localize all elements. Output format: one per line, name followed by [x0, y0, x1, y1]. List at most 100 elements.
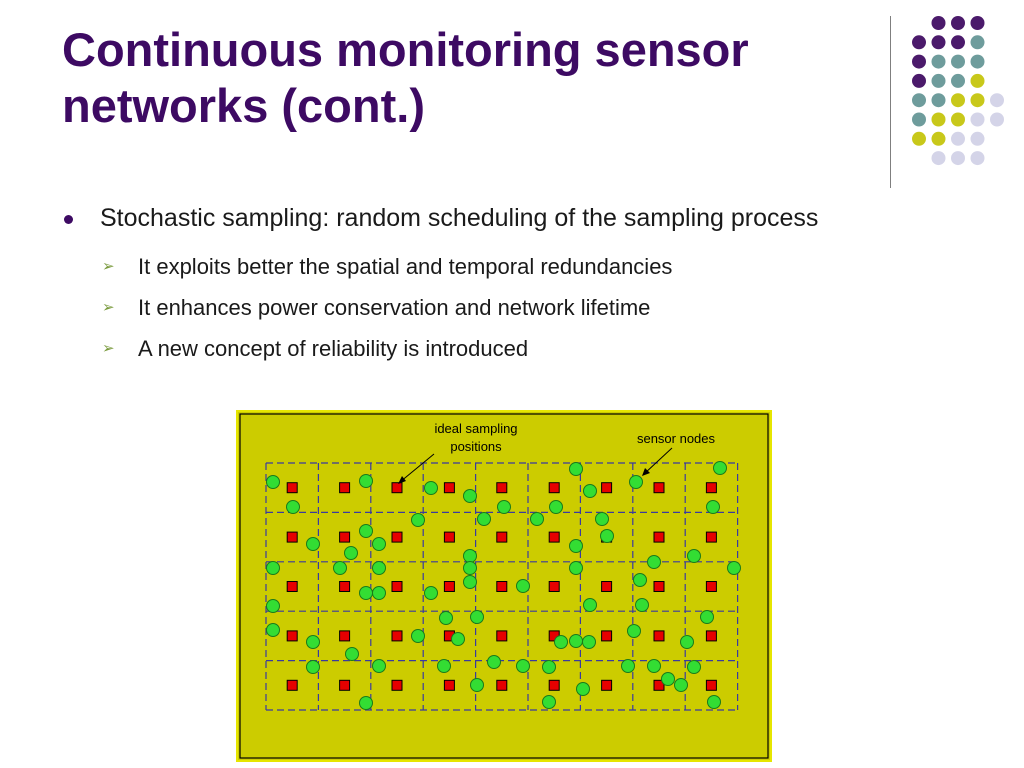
sensor-node-circle — [542, 695, 556, 709]
sampling-position-square — [548, 531, 560, 543]
sampling-position-square — [496, 630, 508, 642]
decorative-dot — [931, 73, 946, 88]
decorative-dot — [912, 35, 926, 50]
sensor-node-circle — [680, 635, 694, 649]
sampling-position-square — [286, 630, 298, 642]
sensor-node-circle — [583, 484, 597, 498]
sampling-position-square — [391, 630, 403, 642]
sensor-node-circle — [554, 635, 568, 649]
sensor-node-circle — [516, 659, 530, 673]
sensor-node-circle — [713, 461, 727, 475]
ideal-sampling-arrow-line — [399, 453, 435, 483]
sensor-node-circle — [451, 632, 465, 646]
decorative-dot — [912, 54, 926, 69]
decorative-dot — [970, 16, 985, 30]
sensor-node-circle — [437, 659, 451, 673]
bullet-item: Stochastic sampling: random scheduling o… — [62, 200, 902, 236]
sensor-node-circle — [569, 539, 583, 553]
decorative-dot — [951, 112, 965, 127]
sub-bullet-list: ➢ It exploits better the spatial and tem… — [62, 246, 902, 369]
sampling-position-square — [705, 482, 717, 494]
decorative-dot — [990, 112, 1004, 127]
ideal-sampling-arrowhead-icon — [398, 476, 406, 484]
sensor-node-circle — [569, 462, 583, 476]
sampling-position-square — [443, 679, 455, 691]
sampling-position-square — [339, 482, 351, 494]
decorative-dot — [931, 131, 946, 146]
sensor-node-circle — [621, 659, 635, 673]
sensor-node-circle — [727, 561, 741, 575]
sensor-node-circle — [463, 561, 477, 575]
sampling-position-square — [548, 581, 560, 592]
sensor-node-circle — [286, 500, 300, 514]
sensor-node-circle — [463, 575, 477, 589]
decorative-dot — [931, 112, 946, 127]
sampling-position-square — [286, 581, 298, 592]
sensor-node-circle — [569, 634, 583, 648]
sampling-position-square — [705, 531, 717, 543]
decorative-dot — [912, 73, 926, 88]
decorative-dot — [912, 93, 926, 108]
sampling-position-square — [339, 630, 351, 642]
sensor-node-circle — [600, 529, 614, 543]
sampling-position-square — [286, 679, 298, 691]
sub-bullet-item: ➢ It enhances power conservation and net… — [102, 287, 902, 328]
decorative-dot — [912, 112, 926, 127]
sensor-node-circle — [497, 500, 511, 514]
sampling-position-square — [286, 531, 298, 543]
sampling-position-square — [496, 581, 508, 592]
bullet-dot-icon — [64, 215, 73, 224]
sampling-position-square — [443, 531, 455, 543]
decorative-dot — [970, 35, 985, 50]
sub-bullet-item: ➢ It exploits better the spatial and tem… — [102, 246, 902, 287]
sensor-node-circle — [439, 611, 453, 625]
sampling-position-square — [391, 581, 403, 592]
sensor-node-circle — [359, 586, 373, 600]
sensor-network-diagram: ideal sampling positions sensor nodes — [236, 410, 772, 762]
sampling-position-square — [496, 531, 508, 543]
sensor-node-circle — [470, 610, 484, 624]
sensor-node-circle — [266, 561, 280, 575]
sampling-position-square — [391, 679, 403, 691]
sensor-node-circle — [359, 474, 373, 488]
sensor-node-circle — [707, 695, 721, 709]
chevron-right-icon: ➢ — [102, 299, 115, 316]
decorative-dot — [970, 93, 985, 108]
decorative-dot — [970, 112, 985, 127]
bullet-text: Stochastic sampling: random scheduling o… — [100, 204, 819, 232]
sensor-node-circle — [411, 513, 425, 527]
ideal-sampling-positions — [286, 482, 717, 691]
sub-bullet-text: It enhances power conservation and netwo… — [138, 295, 651, 320]
sensor-node-circle — [635, 598, 649, 612]
decorative-dot — [931, 151, 946, 166]
bullet-list: Stochastic sampling: random scheduling o… — [62, 200, 902, 369]
sensor-node-circle — [687, 660, 701, 674]
sampling-position-square — [601, 630, 613, 642]
sensor-node-circle — [647, 555, 661, 569]
decorative-dot — [951, 131, 965, 146]
sampling-position-square — [286, 482, 298, 494]
sensor-node-circle — [706, 500, 720, 514]
slide-title: Continuous monitoring sensor networks (c… — [62, 23, 749, 132]
decorative-dot — [951, 16, 965, 30]
decorative-dot — [931, 16, 946, 30]
sensor-node-circle — [372, 586, 386, 600]
sampling-position-square — [339, 581, 351, 592]
sensor-node-circle — [344, 546, 358, 560]
sensor-node-circle — [266, 623, 280, 637]
sensor-nodes-arrow-line — [643, 447, 673, 475]
chevron-right-icon: ➢ — [102, 340, 115, 357]
sampling-position-square — [601, 482, 613, 494]
sub-bullet-text: It exploits better the spatial and tempo… — [138, 254, 673, 279]
sensor-node-circle — [306, 635, 320, 649]
decorative-dot — [912, 131, 926, 146]
sensor-node-circle — [333, 561, 347, 575]
sensor-node-circle — [569, 561, 583, 575]
sampling-position-square — [339, 679, 351, 691]
sensor-node-circle — [647, 659, 661, 673]
sensor-nodes — [266, 461, 741, 710]
sensor-node-circle — [576, 682, 590, 696]
sensor-node-circle — [345, 647, 359, 661]
sampling-position-square — [653, 630, 665, 642]
